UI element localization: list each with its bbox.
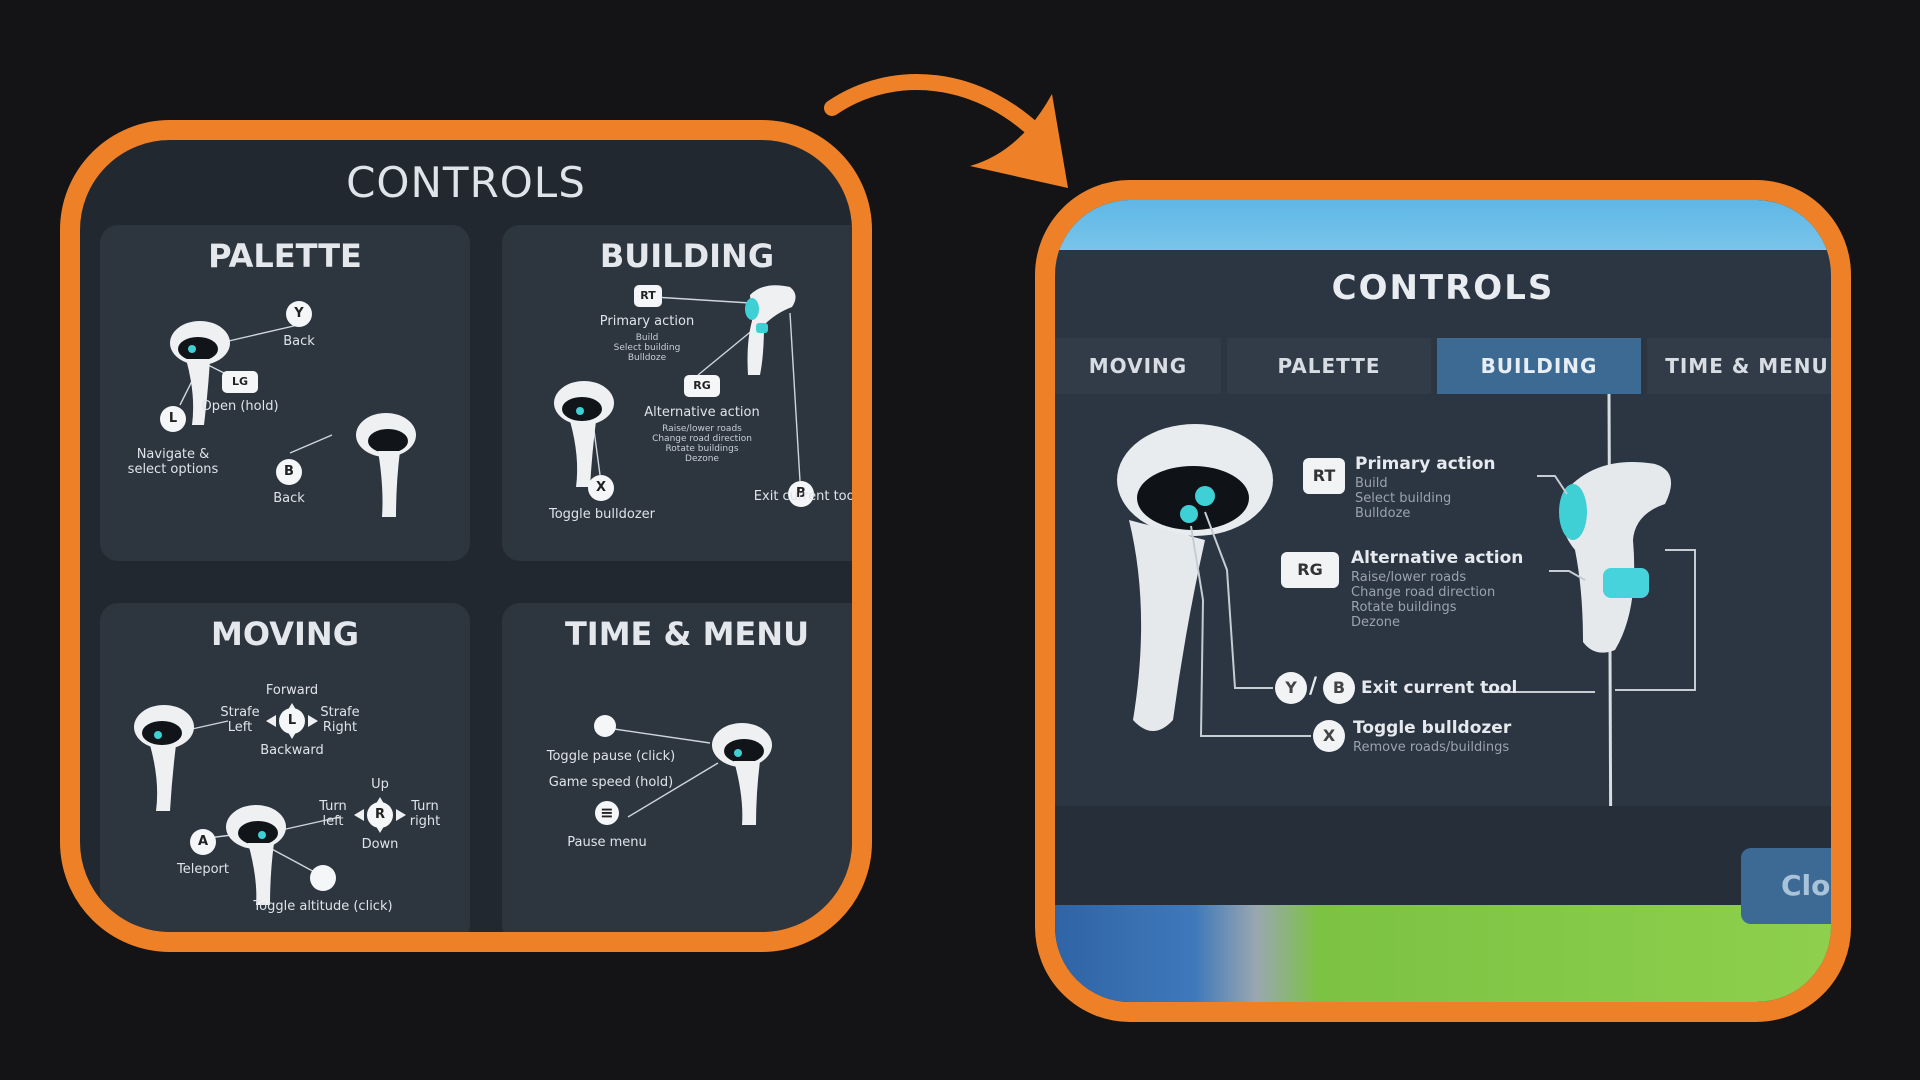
vr-controls-window: CONTROLS MOVING PALETTE BUILDING TIME & … <box>1055 250 1831 924</box>
rg-sub-1: Raise/lower roads <box>662 424 742 434</box>
altitude-action-label: Toggle altitude (click) <box>253 899 393 914</box>
x-sub-label: Remove roads/buildings <box>1353 740 1510 755</box>
turn-left-label-1: Turn <box>319 799 347 814</box>
stick-click-icon <box>594 715 616 737</box>
menu-action-label: Pause menu <box>567 835 647 850</box>
l-action-label-2: select options <box>127 462 219 477</box>
time-menu-title: TIME & MENU <box>564 615 810 653</box>
tab-moving[interactable]: MOVING <box>1055 338 1221 394</box>
vr-title: CONTROLS <box>1331 268 1555 308</box>
b-button-icon: B <box>788 481 814 507</box>
palette-title: PALETTE <box>208 237 362 275</box>
vr-screenshot-panel: CONTROLS MOVING PALETTE BUILDING TIME & … <box>1035 180 1851 1022</box>
turn-right-label-2: right <box>409 814 441 829</box>
lg-action-label: Open (hold) <box>201 399 279 414</box>
turn-right-label-1: Turn <box>411 799 439 814</box>
b-button-icon: B <box>1323 672 1355 704</box>
b-action-label: Back <box>273 491 305 506</box>
palette-lines <box>170 321 416 517</box>
l-stick-icon: L <box>160 406 186 432</box>
controls-overview-panel: CONTROLS PALETTE Y Back LG Open (hold) L… <box>60 120 872 952</box>
x-button-icon: X <box>588 475 614 501</box>
strafe-left-label-2: Left <box>227 720 253 735</box>
x-action-label: Toggle bulldozer <box>548 507 656 522</box>
turn-left-label-2: left <box>322 814 344 829</box>
strafe-right-label-2: Right <box>322 720 358 735</box>
rg-sub-2: Change road direction <box>1351 585 1496 600</box>
a-action-label: Teleport <box>177 862 229 877</box>
rt-sub-2: Select building <box>613 343 681 353</box>
down-label: Down <box>361 837 399 852</box>
rg-sub-1: Raise/lower roads <box>1351 570 1467 585</box>
rt-sub-2: Select building <box>1355 491 1452 506</box>
a-button-icon: A <box>190 829 216 855</box>
strafe-left-label-1: Strafe <box>220 705 260 720</box>
rg-button-icon: RG <box>1281 552 1339 588</box>
rt-button-icon: RT <box>634 285 662 307</box>
forward-label: Forward <box>265 683 319 698</box>
rt-sub-3: Bulldoze <box>627 353 667 363</box>
rt-sub-3: Bulldoze <box>1355 506 1411 521</box>
y-button-icon: Y <box>1275 672 1307 704</box>
building-card: BUILDING RT Primary action Build Select … <box>502 225 859 561</box>
rg-sub-4: Dezone <box>685 454 719 464</box>
tab-building[interactable]: BUILDING <box>1437 338 1641 394</box>
speed-hold-label: Game speed (hold) <box>548 775 674 790</box>
rg-sub-4: Dezone <box>1351 615 1401 630</box>
arrow-icon <box>824 74 1068 188</box>
rt-button-icon: RT <box>1303 458 1345 494</box>
l-stick-icon: L <box>279 708 305 734</box>
tab-palette[interactable]: PALETTE <box>1227 338 1431 394</box>
up-label: Up <box>371 777 389 792</box>
yb-separator: / <box>1309 674 1318 699</box>
backward-label: Backward <box>260 743 324 758</box>
x-button-icon: X <box>1313 720 1345 752</box>
rg-sub-2: Change road direction <box>652 434 752 444</box>
rg-sub-3: Rotate buildings <box>1351 600 1457 615</box>
l-action-label-1: Navigate & <box>136 447 210 462</box>
moving-title: MOVING <box>211 615 359 653</box>
building-title: BUILDING <box>599 237 775 275</box>
rt-action-label: Primary action <box>599 314 695 329</box>
rt-sub-1: Build <box>1355 476 1388 491</box>
y-action-label: Back <box>283 334 315 349</box>
time-menu-lines <box>613 723 772 825</box>
strafe-right-label-1: Strafe <box>320 705 360 720</box>
moving-lines <box>134 703 406 905</box>
rg-action-label: Alternative action <box>1351 548 1524 568</box>
x-action-label: Toggle bulldozer <box>1353 718 1512 738</box>
time-menu-card: TIME & MENU Toggle pause (click) Game sp… <box>502 603 852 932</box>
terrain-background <box>1055 892 1831 1002</box>
rg-sub-3: Rotate buildings <box>665 444 739 454</box>
pause-click-label: Toggle pause (click) <box>546 749 676 764</box>
rg-button-icon: RG <box>684 375 720 397</box>
b-action-label: Exit current tool <box>753 489 859 504</box>
panel-title: CONTROLS <box>346 158 586 207</box>
stick-click-icon <box>310 865 336 891</box>
lg-button-icon: LG <box>222 371 258 393</box>
yb-action-label: Exit current tool <box>1361 678 1518 698</box>
palette-card: PALETTE Y Back LG Open (hold) L Navigate… <box>100 225 470 561</box>
rg-action-label: Alternative action <box>644 405 760 420</box>
tab-time-menu[interactable]: TIME & MENU <box>1647 338 1831 394</box>
b-button-icon: B <box>276 459 302 485</box>
r-stick-icon: R <box>367 802 393 828</box>
menu-icon: ≡ <box>595 801 619 825</box>
close-button[interactable]: Clos <box>1741 848 1831 924</box>
rt-action-label: Primary action <box>1355 454 1496 474</box>
moving-card: MOVING Forward <box>100 603 470 932</box>
rt-sub-1: Build <box>635 333 659 343</box>
y-button-icon: Y <box>286 301 312 327</box>
